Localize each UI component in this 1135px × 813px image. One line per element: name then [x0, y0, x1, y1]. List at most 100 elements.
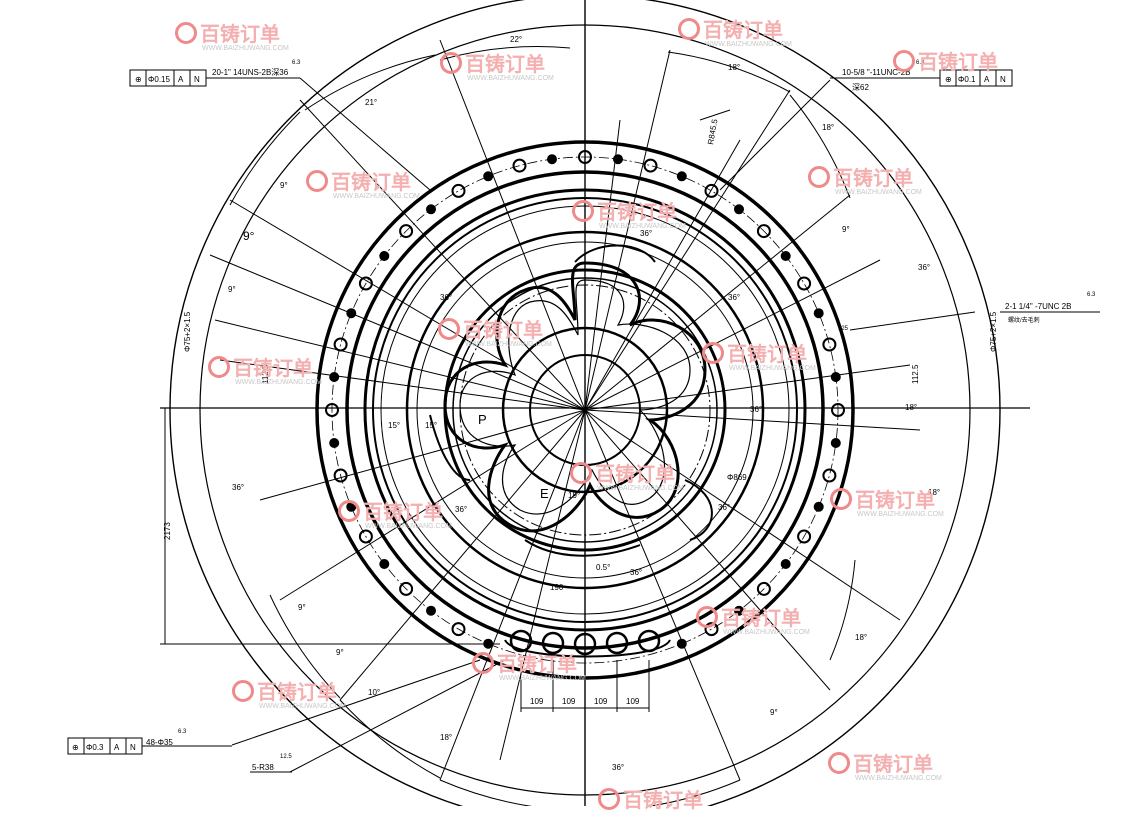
- marker-p: P: [478, 412, 487, 427]
- angle-label: 0.5°: [596, 563, 610, 572]
- bolt-hole: [822, 337, 837, 352]
- dim-1125-right: 112.5: [911, 364, 920, 384]
- bottom-left-radius-finish: 12.5: [280, 754, 292, 760]
- angle-label: 18°: [440, 733, 452, 742]
- bolt-hole: [676, 638, 687, 649]
- angle-label: 9°: [280, 181, 288, 190]
- bolt-hole: [813, 308, 824, 319]
- bolt-hole: [426, 204, 436, 215]
- bolt-hole: [831, 403, 845, 417]
- angle-label: 9°: [770, 708, 778, 717]
- right-finish: 6.3: [1087, 292, 1096, 298]
- right-thread: 2-1 1/4" -7UNC 2B: [1005, 302, 1071, 311]
- bolt-hole: [780, 559, 791, 569]
- pitch-3: 109: [594, 697, 608, 706]
- fcf-top-left-tol: Φ0.15: [148, 75, 171, 84]
- bolt-hole: [333, 337, 348, 352]
- bolt-hole: [329, 438, 340, 448]
- angle-label: 18°: [905, 403, 917, 412]
- bolt-hole: [358, 276, 373, 291]
- angle-label: 36°: [640, 229, 652, 238]
- angle-label: 15°: [425, 421, 437, 430]
- dim-190: 190: [550, 583, 564, 592]
- bolt-hole: [399, 581, 414, 596]
- bottom-left-holes: 48-Φ35: [146, 738, 173, 747]
- top-left-finish: 6.3: [292, 60, 301, 66]
- dim-r2: Φ869: [727, 473, 747, 482]
- fcf-top-right-n: N: [1000, 75, 1006, 84]
- angle-label: 19°: [568, 491, 580, 500]
- bolt-hole: [329, 372, 340, 382]
- bolt-hole: [483, 638, 494, 649]
- pitch-2: 109: [562, 697, 576, 706]
- bolt-hole: [325, 403, 339, 417]
- dim-2173: 2173: [163, 522, 172, 540]
- bolt-hole: [780, 251, 791, 261]
- bolt-hole: [734, 605, 744, 616]
- bolt-hole: [578, 150, 592, 164]
- bolt-hole: [333, 468, 348, 483]
- bolt-hole: [830, 438, 841, 448]
- bolt-hole: [797, 529, 812, 544]
- bolt-hole: [613, 154, 623, 165]
- angle-label: 9°: [243, 229, 255, 243]
- bolt-hole: [756, 224, 771, 239]
- bolt-hole: [358, 529, 373, 544]
- angle-label: 36°: [718, 503, 730, 512]
- bolt-hole: [451, 183, 466, 198]
- angle-label: 18°: [855, 633, 867, 642]
- fcf-top-right-sym: ⊕: [945, 75, 952, 84]
- angle-label: 36°: [612, 763, 624, 772]
- fcf-bottom-left-sym: ⊕: [72, 743, 79, 752]
- pitch-4: 109: [626, 697, 640, 706]
- fcf-bottom-left-n: N: [130, 743, 136, 752]
- marker-e: E: [540, 486, 549, 501]
- bolt-hole: [483, 171, 494, 182]
- fcf-bottom-left-tol: Φ0.3: [86, 743, 104, 752]
- angle-label: 36°: [455, 505, 467, 514]
- bolt-hole: [643, 158, 658, 173]
- angle-label: 18°: [822, 123, 834, 132]
- pitch-1: 109: [530, 697, 544, 706]
- fcf-top-right-a: A: [984, 75, 990, 84]
- dim-1125-left: 112.5: [261, 364, 270, 384]
- angle-label: 36°: [232, 483, 244, 492]
- bolt-hole: [830, 372, 841, 382]
- dim-125: 125: [838, 326, 849, 332]
- dim-left-pcd: Φ75+2×1.5: [183, 311, 192, 352]
- bolt-hole: [512, 158, 527, 173]
- fcf-top-left-n: N: [194, 75, 200, 84]
- angle-label: 36°: [918, 263, 930, 272]
- angle-label: 10°: [368, 688, 380, 697]
- dim-right-pcd: Φ75+2×1.5: [989, 311, 998, 352]
- angle-label: 36°: [750, 405, 762, 414]
- angle-label: 9°: [336, 648, 344, 657]
- fcf-top-right-tol: Φ0.1: [958, 75, 976, 84]
- angle-label: 36°: [440, 293, 452, 302]
- bolt-hole: [822, 468, 837, 483]
- bolt-hole: [451, 622, 466, 637]
- bolt-hole: [399, 224, 414, 239]
- angle-label: 36°: [630, 568, 642, 577]
- bolt-hole: [379, 559, 390, 569]
- angle-label: 22°: [510, 35, 522, 44]
- right-note: 螺纹/去毛刺: [1008, 316, 1040, 324]
- fcf-bottom-left-a: A: [114, 743, 120, 752]
- top-right-finish: 6.3: [916, 60, 925, 66]
- angle-label: 15°: [388, 421, 400, 430]
- bolt-hole: [676, 171, 687, 182]
- angle-label: 21°: [365, 98, 377, 107]
- fcf-top-left-a: A: [178, 75, 184, 84]
- bolt-hole: [379, 251, 390, 261]
- angle-label: 9°: [842, 225, 850, 234]
- fcf-top-left-sym: ⊕: [135, 75, 142, 84]
- bolt-hole: [797, 276, 812, 291]
- top-right-thread: 10-5/8 "-11UNC-2B: [842, 68, 911, 77]
- bolt-hole: [756, 581, 771, 596]
- bolt-hole: [426, 605, 436, 616]
- bottom-left-radius: 5-R38: [252, 763, 274, 772]
- angle-label: 9°: [228, 285, 236, 294]
- angle-label: 18°: [928, 488, 940, 497]
- angle-label: 18°: [728, 63, 740, 72]
- bottom-left-finish: 6.3: [178, 729, 187, 735]
